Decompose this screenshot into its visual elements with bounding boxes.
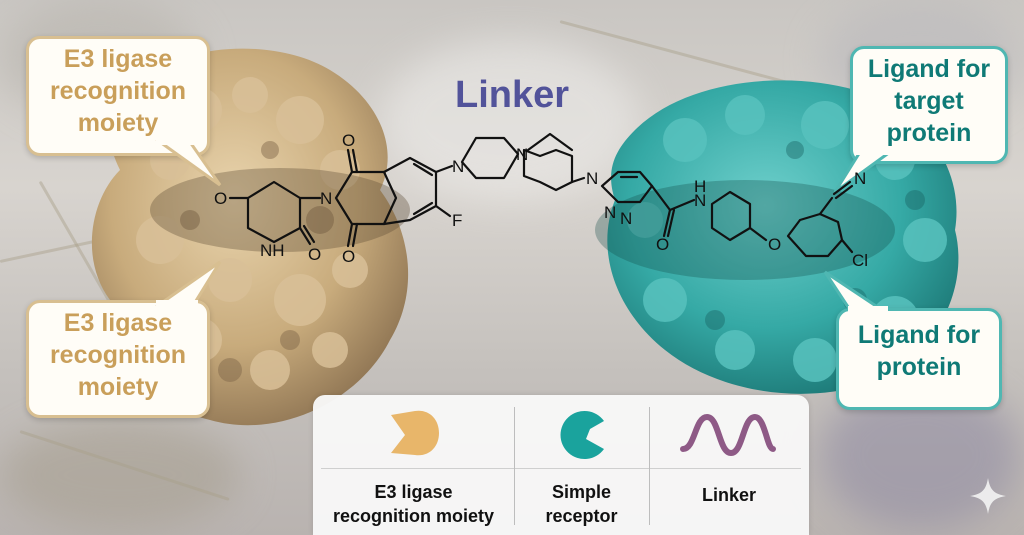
atom-label: N [320, 189, 332, 208]
atom-label: N [452, 157, 464, 176]
callout-line: protein [876, 353, 962, 381]
legend-label: Linker [701, 485, 757, 505]
callout-line: Ligand for [867, 55, 991, 83]
sparkle-icon [970, 478, 1006, 514]
legend-item-linker: Linker [649, 395, 809, 535]
e3-shape-icon [391, 410, 439, 456]
callout-e3-top-pointer [155, 140, 222, 187]
callout-line: moiety [77, 373, 159, 401]
atom-label: N [586, 169, 598, 188]
callout-line: E3 ligase [63, 45, 173, 73]
callout-e3-bottom: E3 ligase recognition moiety [26, 300, 210, 418]
atom-label: H [694, 177, 706, 196]
callout-line: recognition [49, 341, 187, 369]
callout-line: recognition [49, 77, 187, 105]
legend-item-receptor: Simple receptor [514, 395, 649, 535]
legend-label: recognition moiety [332, 506, 494, 526]
legend-item-e3: E3 ligase recognition moiety [313, 395, 514, 535]
atom-label: N [694, 191, 706, 210]
atom-label: O [214, 189, 227, 208]
callout-line: E3 ligase [63, 309, 173, 337]
atom-label: O [342, 247, 355, 266]
callout-e3-bottom-pointer [155, 260, 222, 306]
atom-label: NH [260, 241, 285, 260]
atom-label: N [854, 169, 866, 188]
atom-label: O [308, 245, 321, 264]
linker-wave-icon [680, 413, 776, 457]
callout-line: Ligand for [857, 321, 981, 349]
callout-line: moiety [77, 109, 159, 137]
atom-label: F [452, 211, 462, 230]
atom-label: Cl [852, 251, 868, 270]
atom-label: O [656, 235, 669, 254]
legend-label: E3 ligase [374, 482, 453, 502]
legend-divider [514, 407, 515, 525]
legend-label: receptor [545, 506, 618, 526]
legend-divider [649, 407, 650, 525]
atom-label: O [768, 235, 781, 254]
atom-label: O [342, 131, 355, 150]
receptor-shape-icon [560, 411, 604, 459]
callout-e3-top: E3 ligase recognition moiety [26, 36, 210, 156]
legend-panel: E3 ligase recognition moiety Simple rece… [313, 395, 809, 535]
callout-target-bottom-pointer [823, 270, 888, 312]
atom-label: N [604, 203, 616, 222]
atom-label: N [516, 145, 528, 164]
legend-label: Simple [551, 482, 612, 502]
callout-target-top: Ligand for target protein [850, 46, 1008, 164]
linker-title: Linker [455, 74, 570, 116]
legend-divider [321, 468, 801, 469]
callout-target-bottom: Ligand for protein [836, 308, 1002, 410]
molecule-structure: O NH O N O O N F N N N N O N H O N Cl [214, 131, 868, 270]
callout-line: protein [886, 119, 972, 147]
callout-line: target [894, 87, 964, 115]
atom-label: N [620, 209, 632, 228]
